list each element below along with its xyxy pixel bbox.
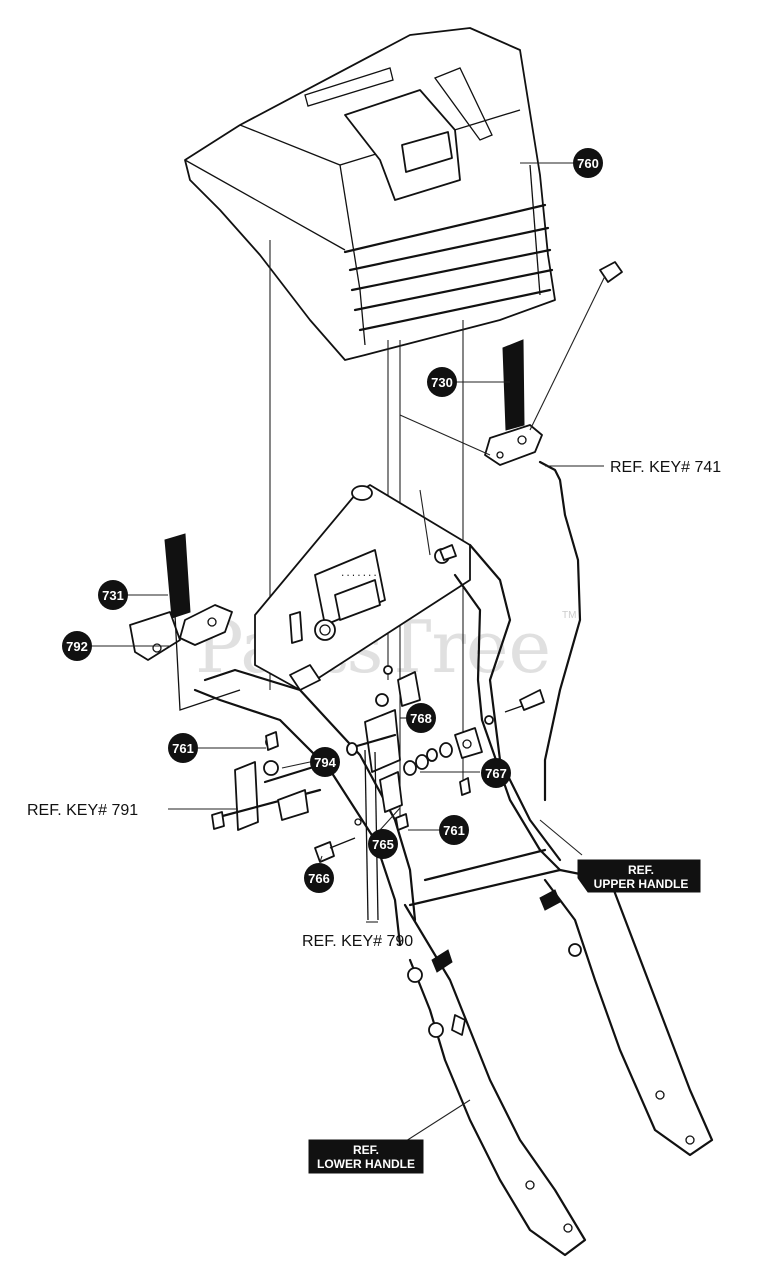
callout-768-label: 768 <box>410 711 432 726</box>
lever-731 <box>129 533 241 711</box>
callout-766-label: 766 <box>308 871 330 886</box>
control-cable <box>538 460 582 802</box>
lower-handle-label-line1: REF. <box>353 1143 379 1157</box>
callout-760: 760 <box>573 148 603 178</box>
upper-handle-label: REF. UPPER HANDLE <box>577 859 701 893</box>
upper-handle-label-line2: UPPER HANDLE <box>594 877 689 891</box>
svg-text:·······: ······· <box>340 571 378 581</box>
ref-key-741-label: REF. KEY# 741 <box>610 459 721 476</box>
callout-767-label: 767 <box>485 766 507 781</box>
callout-761-left-label: 761 <box>172 741 194 756</box>
callout-765: 765 <box>368 829 398 859</box>
bolt-766 <box>314 818 362 863</box>
lower-handle <box>403 903 587 1257</box>
lower-handle-label-line2: LOWER HANDLE <box>317 1157 415 1171</box>
callout-761-right-label: 761 <box>443 823 465 838</box>
bolt-761-left <box>265 731 279 751</box>
washers-767 <box>403 727 483 796</box>
callout-731-label: 731 <box>102 588 124 603</box>
console-cover <box>184 27 556 361</box>
callout-731: 731 <box>98 580 128 610</box>
callout-765-label: 765 <box>372 837 394 852</box>
upper-handle-label-line1: REF. <box>628 863 654 877</box>
callout-730-label: 730 <box>431 375 453 390</box>
bracket-791 <box>211 736 322 831</box>
ref-key-791-label: REF. KEY# 791 <box>27 802 138 819</box>
bolt-761-right <box>395 813 409 831</box>
callout-730: 730 <box>427 367 457 397</box>
watermark-tm: TM <box>562 610 576 621</box>
callout-760-label: 760 <box>577 156 599 171</box>
callout-792: 792 <box>62 631 92 661</box>
callout-794: 794 <box>310 747 340 777</box>
ref-key-790-label: REF. KEY# 790 <box>302 933 413 950</box>
bolts-right <box>439 544 545 725</box>
callout-766: 766 <box>304 863 334 893</box>
lower-handle-label: REF. LOWER HANDLE <box>308 1139 424 1174</box>
callout-761-right: 761 <box>439 815 469 845</box>
bracket-790 <box>346 665 421 921</box>
callout-767: 767 <box>481 758 511 788</box>
lever-730 <box>484 261 623 466</box>
callout-761-left: 761 <box>168 733 198 763</box>
callout-792-label: 792 <box>66 639 88 654</box>
callout-794-label: 794 <box>314 755 336 770</box>
callout-768: 768 <box>406 703 436 733</box>
